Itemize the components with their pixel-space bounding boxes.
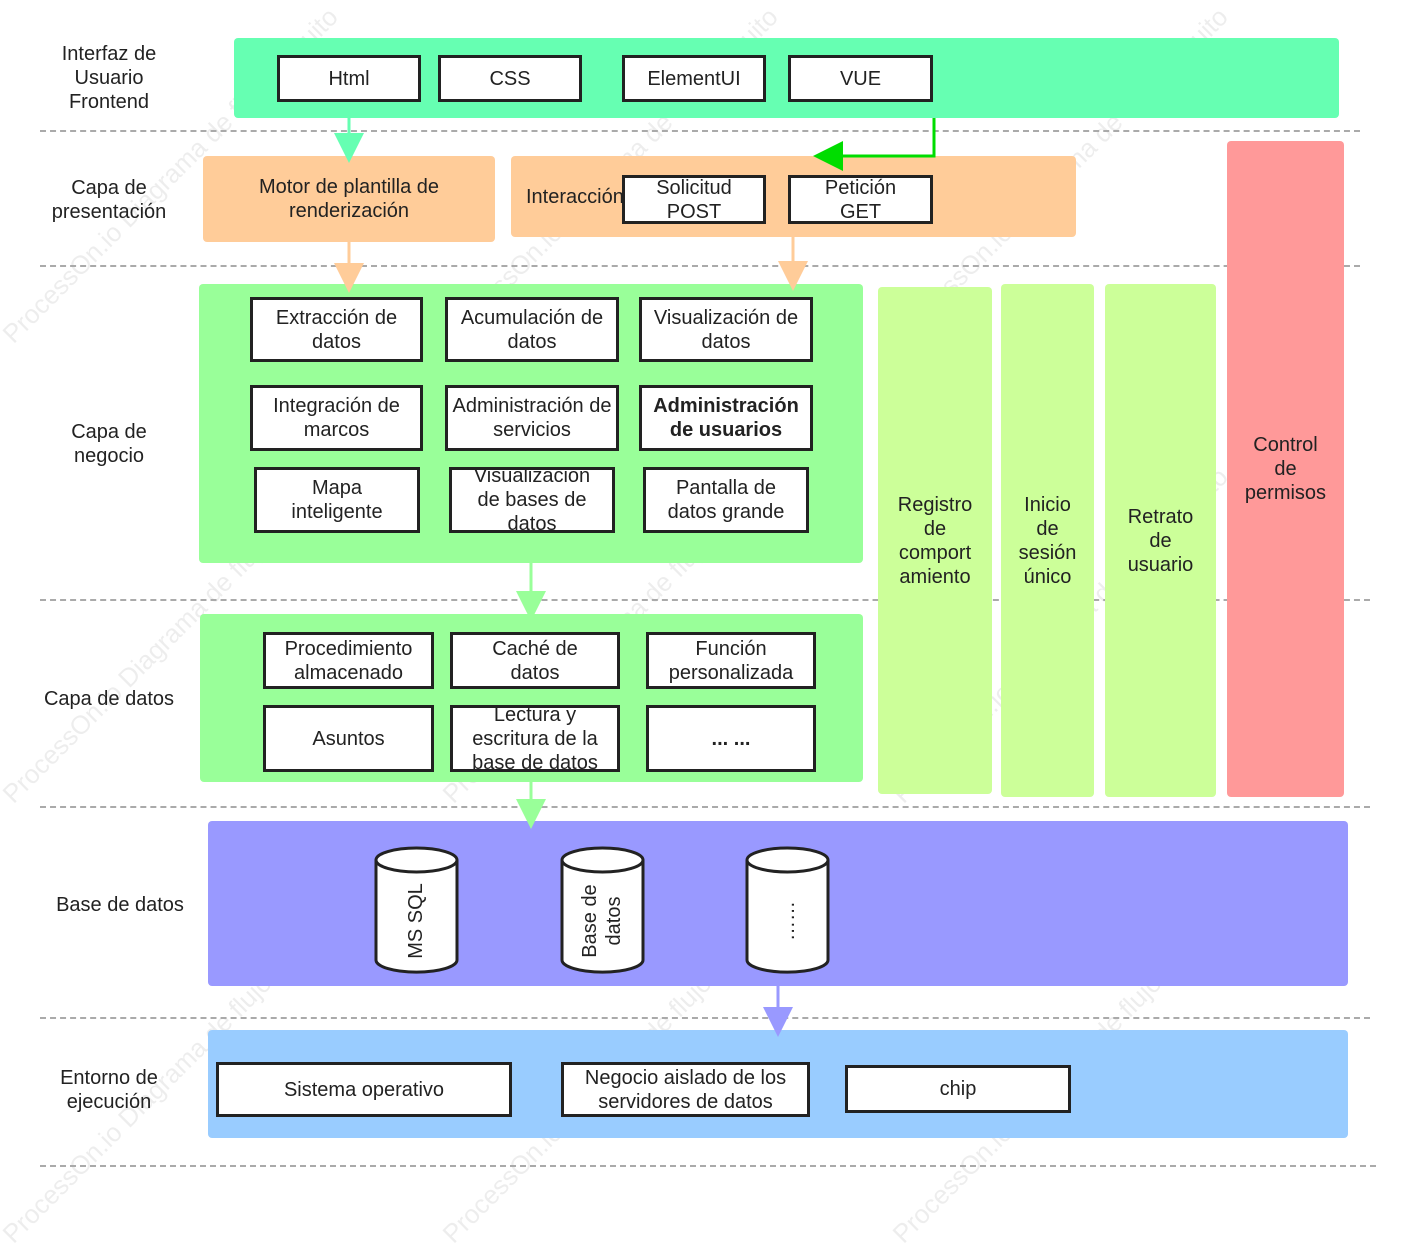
database-cylinder-more (745, 846, 830, 974)
frontend-item-html: Html (277, 55, 421, 102)
database-label-mssql: MS SQL (405, 883, 427, 959)
business-item-accumulation: Acumulación de datos (445, 297, 619, 362)
database-cylinder-mssql (374, 846, 459, 974)
business-item-big-screen: Pantalla de datos grande (643, 467, 809, 533)
user-portrait-bar: Retrato de usuario (1105, 284, 1216, 797)
get-request-box: Petición GET (788, 175, 933, 224)
arrow-vue-to-interaction (813, 118, 936, 171)
layer-label-database: Base de datos (56, 894, 184, 916)
layer-label-runtime: Entorno de ejecución (60, 1067, 158, 1113)
layer-label-data: Capa de datos (43, 688, 175, 710)
runtime-item-chip: chip (845, 1065, 1071, 1113)
data-item-cache: Caché de datos (450, 632, 620, 689)
data-item-stored-procedure: Procedimiento almacenado (263, 632, 434, 689)
business-item-framework: Integración de marcos (250, 385, 423, 451)
layer-separator (40, 1017, 1370, 1019)
connector-overlay (334, 118, 936, 1037)
frontend-item-vue: VUE (788, 55, 933, 102)
business-item-users: Administración de usuarios (639, 385, 813, 451)
data-item-more: ... ... (646, 705, 816, 772)
business-item-db-visualization: Visualización de bases de datos (449, 467, 615, 533)
database-label-generic: Base de datos (579, 884, 625, 958)
post-request-box: Solicitud POST (622, 175, 766, 224)
layer-label-frontend: Interfaz de Usuario Frontend (61, 43, 157, 113)
data-item-read-write: Lectura y escritura de la base de datos (450, 705, 620, 772)
data-item-custom-function: Función personalizada (646, 632, 816, 689)
layer-label-business: Capa de negocio (71, 421, 147, 467)
layer-separator (40, 265, 1360, 267)
database-cylinder-generic (560, 846, 645, 974)
database-label-more: …… (777, 901, 799, 941)
layer-separator (40, 599, 1370, 601)
interaction-label: Interacción (526, 186, 622, 208)
runtime-item-isolated-business: Negocio aislado de los servidores de dat… (561, 1062, 810, 1117)
frontend-item-css: CSS (438, 55, 582, 102)
layer-separator (40, 806, 1370, 808)
frontend-item-elementui: ElementUI (622, 55, 766, 102)
business-item-extraction: Extracción de datos (250, 297, 423, 362)
data-item-affairs: Asuntos (263, 705, 434, 772)
business-item-services: Administración de servicios (445, 385, 619, 451)
layer-label-presentation: Capa de presentación (51, 177, 167, 223)
render-engine-box: Motor de plantilla de renderización (203, 156, 495, 242)
permission-control-bar: Control de permisos (1227, 141, 1344, 797)
runtime-item-os: Sistema operativo (216, 1062, 512, 1117)
sso-bar: Inicio de sesión único (1001, 284, 1094, 797)
behavior-log-bar: Registro de comport amiento (878, 287, 992, 794)
business-item-smart-map: Mapa inteligente (254, 467, 420, 533)
layer-separator (40, 130, 1360, 132)
business-item-visualization: Visualización de datos (639, 297, 813, 362)
layer-separator (40, 1165, 1376, 1167)
